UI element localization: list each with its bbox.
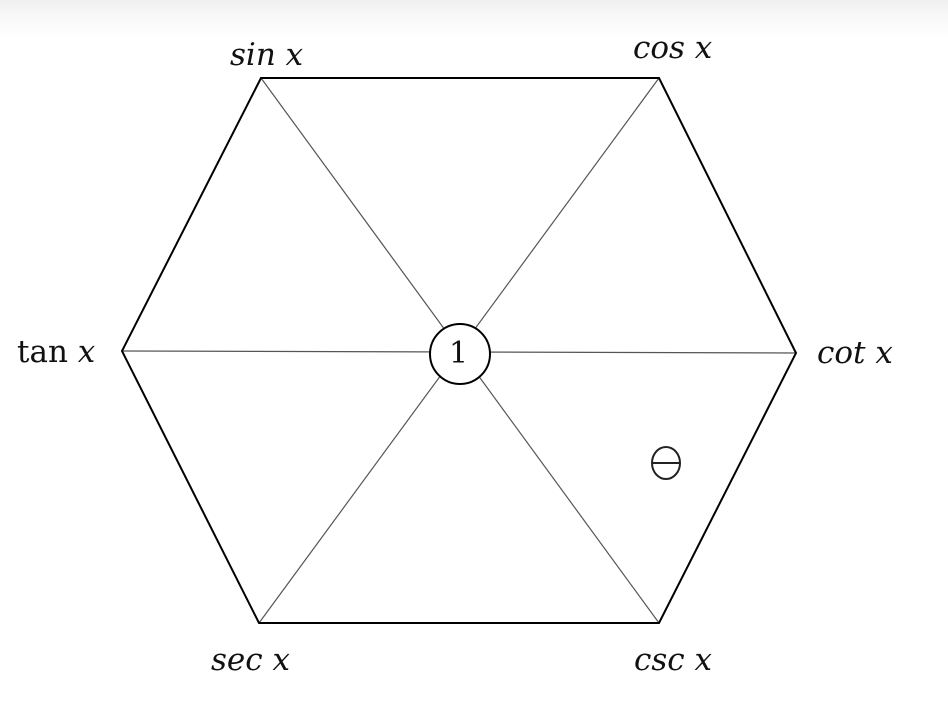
center-label: 1 (449, 336, 469, 371)
vertex-label-cot: cot x (817, 338, 893, 369)
variable-name: x (875, 335, 893, 371)
function-name: csc (634, 642, 685, 678)
variable-name: x (694, 30, 713, 66)
vertex-label-tan: tan x (17, 337, 95, 368)
function-name: tan (17, 334, 68, 370)
circle-minus-icon (651, 446, 681, 480)
vertex-label-sin: sin x (230, 40, 303, 71)
variable-name: x (77, 334, 96, 370)
variable-name: x (694, 642, 712, 678)
vertex-label-csc: csc x (634, 645, 712, 676)
vertex-label-cos: cos x (633, 33, 712, 64)
center-circle (429, 323, 491, 385)
function-name: sin (230, 37, 276, 73)
vertex-label-sec: sec x (211, 645, 290, 676)
function-name: cot (817, 335, 866, 371)
function-name: cos (633, 30, 685, 66)
variable-name: x (272, 642, 290, 678)
variable-name: x (285, 37, 304, 73)
function-name: sec (211, 642, 263, 678)
hexagon-outline (120, 77, 798, 624)
